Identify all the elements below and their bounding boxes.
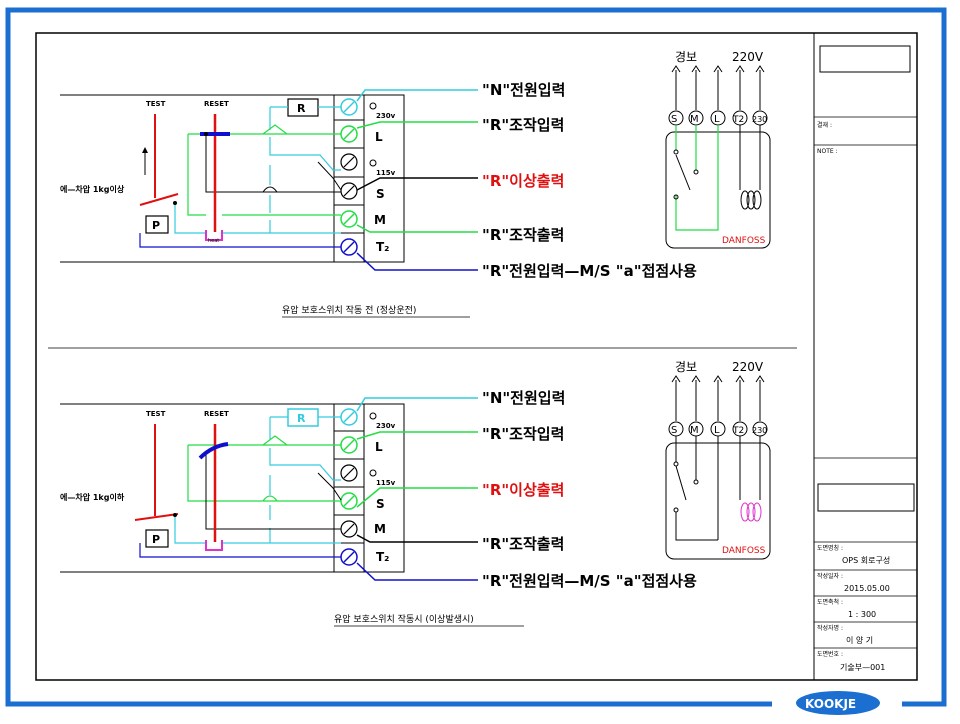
out-r-fault: "R"이상출력 — [482, 172, 564, 190]
reset-label-b: RESET — [204, 410, 229, 418]
svg-text:M: M — [690, 425, 699, 436]
svg-text:T2: T2 — [732, 115, 744, 125]
out-r-power-ms: "R"전원입력—M/S "a"접점사용 — [482, 262, 697, 280]
danfoss-brand: DANFOSS — [722, 236, 766, 246]
pressure-note-b: 에—차압 1kg이하 — [60, 492, 125, 502]
test-lever-b — [134, 513, 179, 521]
scale-value: 1 : 300 — [848, 610, 876, 619]
svg-text:L: L — [714, 425, 720, 436]
caption-bottom: 유압 보호스위치 작동시 (이상발생시) — [334, 613, 474, 625]
panel-bottom: 230v L 115v S M T₂ R TEST RESET 에—차압 1kg… — [60, 360, 771, 627]
v230-label: 230v — [376, 112, 396, 120]
term-t2: T₂ — [376, 240, 389, 254]
approver-label: 결재 : — [817, 121, 832, 129]
author-value: 이 양 기 — [846, 635, 873, 645]
outer-frame — [5, 7, 947, 707]
term-m: M — [374, 213, 386, 227]
logo-text: KOOKJE — [805, 697, 856, 711]
terminal-block-top — [334, 98, 377, 256]
danfoss-diagram-bottom: 경보 220V S M L T2 230 — [665, 360, 771, 560]
pressure-note: 에—차압 1kg이상 — [60, 184, 125, 194]
test-lever — [139, 193, 179, 206]
term-s: S — [376, 187, 385, 201]
drawing-name-label: 도면명칭 : — [817, 544, 843, 552]
scale-label: 도면축척 : — [817, 598, 843, 606]
pressure-p-box-b — [145, 529, 169, 548]
date-label: 작성일자 : — [817, 572, 843, 580]
date-value: 2015.05.00 — [844, 584, 890, 593]
term-s-b: S — [376, 497, 385, 511]
term-l-b: L — [375, 440, 383, 454]
svg-text:L: L — [714, 114, 720, 125]
v115-label: 115v — [376, 169, 396, 177]
out-n-power: "N"전원입력 — [482, 81, 565, 99]
out-r-control-out-b: "R"조작출력 — [482, 535, 564, 553]
svg-text:230: 230 — [752, 115, 767, 124]
title-box-mid — [817, 483, 915, 512]
svg-text:T2: T2 — [732, 426, 744, 436]
out-r-control-in-b: "R"조작입력 — [482, 425, 564, 443]
relay-r-label-b: R — [297, 412, 306, 425]
terminal-block-bottom — [334, 408, 377, 566]
drawing-name: OPS 회로구성 — [842, 556, 890, 565]
svg-text:S: S — [671, 425, 677, 436]
pressure-p-label-b: P — [152, 533, 160, 546]
caption-top: 유압 보호스위치 작동 전 (정상운전) — [282, 304, 416, 316]
out-r-control-out: "R"조작출력 — [482, 226, 564, 244]
number-value: 기술부—001 — [840, 662, 885, 672]
note-label: NOTE : — [817, 148, 838, 155]
out-r-control-in: "R"조작입력 — [482, 116, 564, 134]
out-r-fault-b: "R"이상출력 — [482, 481, 564, 499]
danfoss-brand-b: DANFOSS — [722, 546, 766, 556]
out-n-power-b: "N"전원입력 — [482, 389, 565, 407]
inner-frame — [35, 32, 918, 681]
number-label: 도면번호 : — [817, 650, 843, 658]
voltage-label-b: 220V — [732, 360, 764, 374]
title-box-top — [819, 45, 911, 73]
alarm-label: 경보 — [675, 50, 697, 64]
svg-text:S: S — [671, 114, 677, 125]
svg-text:M: M — [690, 114, 699, 125]
v115-label-b: 115v — [376, 479, 396, 487]
term-t2-b: T₂ — [376, 550, 389, 564]
test-label-b: TEST — [146, 410, 166, 418]
term-l: L — [375, 130, 383, 144]
term-m-b: M — [374, 522, 386, 536]
alarm-label-b: 경보 — [675, 360, 697, 374]
pressure-p-box — [145, 215, 169, 234]
test-label: TEST — [146, 100, 166, 108]
author-label: 작성자명 : — [817, 624, 843, 632]
kookje-logo: KOOKJE — [772, 690, 902, 716]
pressure-p-label: P — [152, 219, 160, 232]
logo-oval — [796, 691, 880, 715]
v230-label-b: 230v — [376, 422, 396, 430]
reset-label: RESET — [204, 100, 229, 108]
voltage-label: 220V — [732, 50, 764, 64]
danfoss-diagram-top: 경보 220V S M L T2 230 DANFOSS — [665, 50, 771, 249]
reset-contact-bar-b — [198, 442, 229, 460]
svg-text:230: 230 — [752, 426, 767, 435]
svg-text:heat: heat — [208, 238, 219, 244]
relay-r-label: R — [297, 102, 306, 115]
out-r-power-ms-b: "R"전원입력—M/S "a"접점사용 — [482, 572, 697, 590]
panel-top: 230v L 115v S M T₂ R TEST RESET 에—차압 1 — [60, 50, 771, 318]
